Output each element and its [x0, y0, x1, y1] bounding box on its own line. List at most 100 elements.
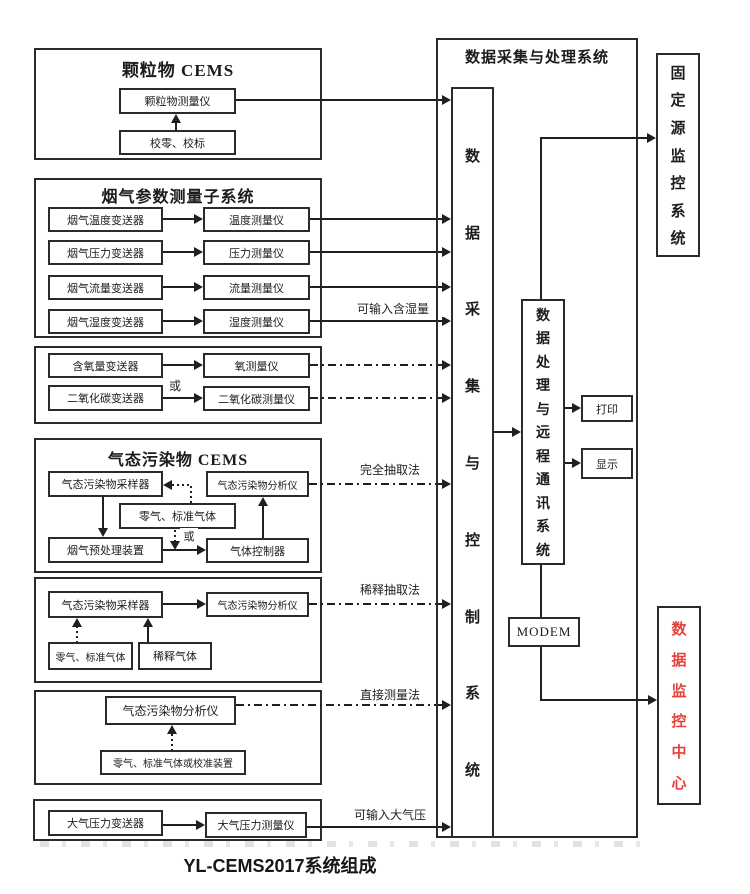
direct-measurement-label: 直接测量法 [348, 686, 432, 703]
arrow-left-icon [163, 480, 172, 490]
arrow-right-icon [194, 316, 203, 326]
dilution-gas-line [147, 626, 149, 642]
flue-params-title: 烟气参数测量子系统 [101, 189, 255, 206]
atm-to-daq-line [307, 826, 442, 828]
modem-to-center-line [540, 699, 648, 701]
flow-meter-node: 流量测量仪 [203, 275, 310, 300]
dilution-gas-node: 稀释气体 [138, 642, 212, 670]
processing-comm-node: 数据处理与远程通讯系统 [521, 299, 565, 565]
arrow-right-icon [194, 393, 203, 403]
co2-meter-node: 二氧化碳测量仪 [203, 386, 310, 411]
humidity-transmitter-node: 烟气湿度变送器 [48, 309, 163, 334]
modem-node: MODEM [508, 617, 580, 647]
zero-gas-dotted-line [190, 486, 192, 503]
temp-to-daq-line [310, 218, 442, 220]
atm-transmitter-node: 大气压力变送器 [48, 810, 163, 836]
o2-co2-box [34, 346, 322, 424]
co2-to-daq-line [310, 397, 442, 399]
o2-meter-node: 氧测量仪 [203, 353, 310, 378]
flow-to-daq-line [310, 286, 442, 288]
acquisition-control-node: 数据采集与控制系统 [451, 87, 494, 838]
or-label: 或 [180, 528, 198, 544]
arrow-right-icon [197, 545, 206, 555]
controller-to-analyzer-line [262, 506, 264, 538]
processing-to-modem-line [540, 565, 542, 617]
diagram-caption: YL-CEMS2017系统组成 [183, 856, 377, 876]
modem-to-center-line [540, 647, 542, 701]
full-extraction-label: 完全抽取法 [348, 461, 432, 478]
pressure-transmitter-node: 烟气压力变送器 [48, 240, 163, 265]
pressure-to-daq-line [310, 251, 442, 253]
pretreat-to-controller-line [163, 549, 197, 551]
arrow-right-icon [442, 316, 451, 326]
pm-to-daq-line [236, 99, 442, 101]
humidity-to-daq-line [310, 320, 442, 322]
arrow-up-icon [167, 725, 177, 734]
flow-transmitter-node: 烟气流量变送器 [48, 275, 163, 300]
arrow-up-icon [72, 618, 82, 627]
arrow-right-icon [197, 599, 206, 609]
flue-params-box [34, 178, 322, 338]
o2-transmitter-node: 含氧量变送器 [48, 353, 163, 378]
arrow-right-icon [572, 458, 581, 468]
arrow-right-icon [647, 133, 656, 143]
dilution-box [34, 577, 322, 683]
connector-line [163, 364, 194, 366]
arrow-right-icon [442, 95, 451, 105]
humidity-meter-node: 湿度测量仪 [203, 309, 310, 334]
connector-line [163, 286, 194, 288]
fixed-source-monitor-node: 固定源监控系统 [656, 53, 700, 257]
arrow-right-icon [442, 700, 451, 710]
arrow-right-icon [194, 282, 203, 292]
moisture-input-label: 可输入含湿量 [338, 300, 448, 317]
print-node: 打印 [581, 395, 633, 422]
connector-line [565, 407, 573, 409]
atm-input-label: 可输入大气压 [340, 806, 440, 823]
pm-analyzer-node: 颗粒物测量仪 [119, 88, 236, 114]
arrow-right-icon [442, 247, 451, 257]
zero-gas-dotted-line [171, 734, 173, 750]
arrow-right-icon [512, 427, 521, 437]
arrow-right-icon [442, 822, 451, 832]
arrow-right-icon [442, 393, 451, 403]
arrow-up-icon [143, 618, 153, 627]
arrow-right-icon [442, 214, 451, 224]
pressure-meter-node: 压力测量仪 [203, 240, 310, 265]
daq-system-box [436, 38, 638, 838]
calib-to-analyzer-line [175, 121, 177, 131]
temp-transmitter-node: 烟气温度变送器 [48, 207, 163, 232]
full-extraction-line [309, 483, 442, 485]
arrow-right-icon [648, 695, 657, 705]
processing-to-fixed-line [540, 137, 647, 139]
gas-controller-node: 气体控制器 [206, 538, 309, 563]
connector-line [565, 462, 573, 464]
zero-gas-dotted-line [172, 484, 192, 486]
or-label: 或 [165, 377, 185, 394]
direct-measurement-line [236, 704, 442, 706]
zero-gas-dotted-line [174, 530, 176, 542]
connector-line [163, 218, 194, 220]
o2-to-daq-line [310, 364, 442, 366]
temp-meter-node: 温度测量仪 [203, 207, 310, 232]
arrow-right-icon [442, 599, 451, 609]
arrow-right-icon [442, 479, 451, 489]
gas-analyzer-node: 气态污染物分析仪 [206, 471, 309, 497]
direct-zero-gas-node: 零气、标准气体或校准装置 [100, 750, 246, 775]
dilution-analyzer-node: 气态污染物分析仪 [206, 592, 309, 617]
pm-calibration-node: 校零、校标 [119, 130, 236, 155]
direct-box [34, 690, 322, 785]
connector-line [163, 824, 196, 826]
arrow-down-icon [98, 528, 108, 537]
connector-line [163, 603, 197, 605]
pm-cems-title: 颗粒物 CEMS [121, 61, 235, 80]
dilution-extraction-label: 稀释抽取法 [348, 581, 432, 598]
zero-gas-node: 零气、标准气体 [119, 503, 236, 529]
gas-cems-box [34, 438, 322, 573]
arrow-right-icon [442, 282, 451, 292]
sampler-to-pretreat-line [102, 497, 104, 528]
dilution-extraction-line [309, 603, 442, 605]
control-to-processing-line [494, 431, 512, 433]
connector-line [163, 320, 194, 322]
pm-cems-box [34, 48, 322, 160]
